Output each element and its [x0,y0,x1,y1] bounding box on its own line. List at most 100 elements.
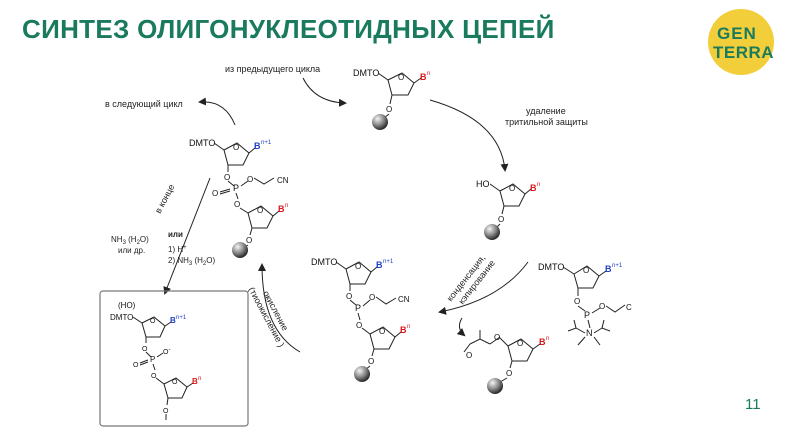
oxygen-label: O [386,105,392,114]
bond [509,360,513,369]
bond [371,348,375,357]
base-superscript: n [285,203,288,209]
logo-line-1: GEN [717,24,757,43]
molecule-phosphoramidite: DMTO O B n+1 O P O C N [538,262,632,346]
option-2: 2) NH3 (H2O) [168,256,215,267]
isopropyl-bond [593,336,601,346]
ribose-ring [163,377,188,399]
phosphorus-label: P [355,303,361,313]
genterra-logo: GEN TERRA [708,9,774,75]
bond [249,227,253,236]
bond [227,180,235,187]
nh3-label-2: или др. [118,246,145,255]
acetyl-bond [469,338,491,345]
ribose-ring [345,261,372,285]
base-label: B [400,325,407,335]
bond [501,205,505,215]
oxygen-label: O [599,302,605,311]
page-title: СИНТЕЗ ОЛИГОНУКЛЕОТИДНЫХ ЦЕПЕЙ [22,14,555,44]
base-label: B [605,264,612,274]
logo-line-2: TERRA [713,43,774,62]
dmto-label: DMTO [311,257,337,267]
bond [272,210,280,217]
detrit-label-1: удаление [526,106,566,116]
arrow-to-next-cycle [198,97,236,126]
cn-label: CN [277,176,289,185]
bond [166,397,169,406]
ring-oxygen: O [172,379,178,386]
molecule-phosphate-dimer: DMTO O B n+1 O P O O CN O O B n O [189,138,289,258]
bond [499,337,509,347]
bond [489,183,501,192]
base-label: B [530,183,537,193]
dmto-label: DMTO [189,138,215,148]
base-superscript: n [407,324,410,330]
phosphorus-label: P [150,355,155,364]
ribose-ring [499,183,526,207]
ring-oxygen: O [398,73,404,82]
solid-support-bead [487,378,503,394]
ribose-ring [573,265,600,289]
oxygen-label: O [142,346,148,353]
oxygen-label: O [234,200,240,209]
ring-oxygen: O [150,318,156,325]
ribose-ring [507,338,534,362]
ho-paren-label: (HO) [118,301,136,310]
double-bond-o [219,190,231,195]
molecule-final-product: (HO) DMTO O B n+1 O P O O- O O B n O [110,301,201,420]
at-end-label: в конце [153,183,177,215]
solid-support-bead [354,366,370,382]
base-label: B [376,260,383,270]
bond [164,321,172,327]
detrit-label-2: тритильной защиты [505,117,588,127]
ring-oxygen: O [257,206,263,215]
solid-support-bead [372,114,388,130]
oxygen-label: O [574,297,580,306]
bond [240,180,249,187]
logo-circle [708,9,774,75]
bond [591,307,601,314]
oxygen-label: O [356,321,362,330]
oxygen-label: O [163,408,169,415]
double-bond-o [219,188,231,193]
nitrogen-label: N [586,328,593,338]
ring-oxygen: O [583,266,589,275]
isopropyl-bond [593,327,611,334]
bond [361,327,371,335]
ho-label: HO [476,179,490,189]
isopropyl-bond [577,336,586,346]
double-bond-o [139,361,149,366]
oxidation-label: окисление (тиоокисление ) [247,285,291,348]
base-superscript: n+1 [261,140,272,146]
page-number: 11 [745,396,761,413]
bond [253,177,275,185]
bond [235,192,239,200]
ribose-ring [387,72,415,96]
ring-oxygen: O [355,262,361,271]
bond [132,316,143,324]
ring-oxygen: O [233,143,239,152]
ribose-ring [369,326,396,350]
bond [377,72,389,81]
ring-oxygen: O [517,339,523,348]
or-label: или [168,230,183,239]
ribose-ring [141,316,166,338]
isopropyl-bond [567,327,586,334]
ring-oxygen: O [379,327,385,336]
isopropyl-bond [573,319,577,329]
molecule-detritylated: HO O B n O [476,179,540,240]
at-end-text: в конце [153,183,177,215]
acetyl-bond [463,343,471,353]
oxygen-label: O [369,293,375,302]
phosphorus-label: P [584,310,590,320]
base-label: B [170,316,176,325]
base-superscript: n+1 [612,263,623,269]
bond [605,304,626,313]
bond [239,207,249,214]
bond [186,382,194,388]
bond [532,343,541,350]
arrow-detritylation [429,99,509,172]
ring-oxygen: O [509,184,515,193]
isopropyl-bond [601,319,605,329]
